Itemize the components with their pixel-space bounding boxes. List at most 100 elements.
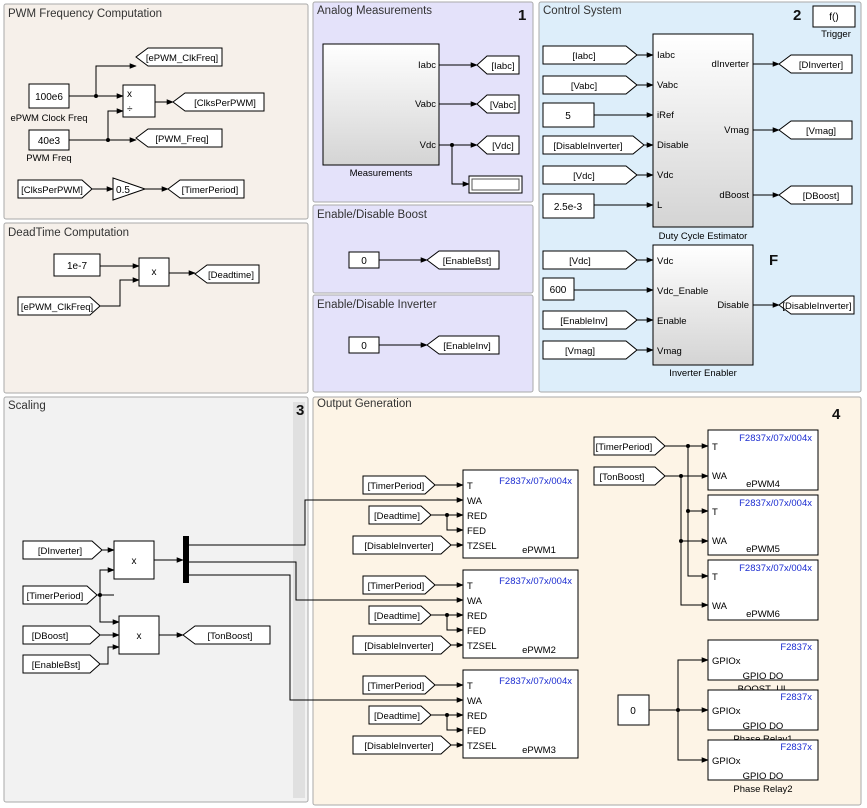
from-dinverter-scaling[interactable]: [DInverter] bbox=[22, 540, 103, 560]
area-number-3: 3 bbox=[296, 402, 304, 419]
from-vdc-ie[interactable]: [Vdc] bbox=[542, 250, 638, 270]
epwm-family-label: F2837x/07x/004x bbox=[739, 563, 812, 574]
constant-deadtime[interactable]: 1e-7 bbox=[53, 253, 101, 277]
enable-inv-value: 0 bbox=[361, 341, 367, 352]
goto-dboost[interactable]: [DBoost] bbox=[778, 185, 853, 205]
product-deadtime-sign: x bbox=[152, 267, 157, 278]
epwm-port-red: RED bbox=[467, 611, 487, 622]
goto-enableinv[interactable]: [EnableInv] bbox=[426, 335, 500, 355]
goto-tonboost[interactable]: [TonBoost] bbox=[182, 625, 271, 645]
product-deadtime[interactable]: x bbox=[138, 257, 170, 287]
epwm-port-wa: WA bbox=[467, 696, 483, 707]
from-disableinverter-epwm3-label: [DisableInverter] bbox=[364, 741, 433, 752]
from-disableinverter-ctrl[interactable]: [DisableInverter] bbox=[542, 135, 645, 155]
from-disableinverter-epwm1[interactable]: [DisableInverter] bbox=[352, 535, 452, 555]
gpio-do-label: GPIO DO bbox=[743, 771, 784, 782]
constant-inductance[interactable]: 2.5e-3 bbox=[542, 193, 595, 219]
constant-gpio[interactable]: 0 bbox=[617, 694, 650, 726]
from-tonboost-out[interactable]: [TonBoost] bbox=[593, 466, 666, 486]
from-timerperiod-epwm1-label: [TimerPeriod] bbox=[368, 481, 425, 492]
clock-freq-value: 100e6 bbox=[35, 92, 63, 103]
duty-cycle-estimator[interactable]: Iabc Vabc iRef Disable Vdc L dInverter V… bbox=[652, 33, 754, 228]
meas-port-vdc: Vdc bbox=[420, 140, 437, 151]
epwm-family-label: F2837x/07x/004x bbox=[499, 676, 572, 687]
constant-vdc-enable[interactable]: 600 bbox=[542, 277, 575, 301]
goto-clksperpwm[interactable]: [ClksPerPWM] bbox=[172, 92, 265, 112]
constant-iref[interactable]: 5 bbox=[542, 102, 595, 128]
from-clksperpwm[interactable]: [ClksPerPWM] bbox=[17, 179, 93, 199]
goto-vabc-meas[interactable]: [Vabc] bbox=[476, 94, 520, 114]
gpio-port: GPIOx bbox=[712, 656, 741, 667]
dce-in-iabc: Iabc bbox=[657, 50, 675, 61]
from-deadtime-epwm1[interactable]: [Deadtime] bbox=[368, 505, 432, 525]
demux-bar[interactable] bbox=[183, 536, 189, 583]
from-disableinverter-epwm2[interactable]: [DisableInverter] bbox=[352, 635, 452, 655]
measurements-subsystem[interactable]: Iabc Vabc Vdc bbox=[322, 43, 440, 166]
from-disableinverter-epwm3[interactable]: [DisableInverter] bbox=[352, 735, 452, 755]
constant-clock-freq[interactable]: 100e6 bbox=[28, 83, 70, 109]
trigger-block[interactable]: f() bbox=[812, 5, 856, 28]
from-dboost-scaling[interactable]: [DBoost] bbox=[22, 625, 101, 645]
goto-epwm-clkfreq[interactable]: [ePWM_ClkFreq] bbox=[135, 47, 223, 67]
divide-block[interactable]: x ÷ bbox=[122, 84, 156, 118]
from-deadtime-epwm2[interactable]: [Deadtime] bbox=[368, 605, 432, 625]
epwm-port-t: T bbox=[467, 581, 473, 592]
goto-dinverter[interactable]: [DInverter] bbox=[778, 54, 853, 74]
inverter-enabler[interactable]: Vdc Vdc_Enable Enable Vmag Disable bbox=[652, 244, 754, 366]
goto-timerperiod[interactable]: [TimerPeriod] bbox=[167, 179, 245, 199]
from-timerperiod-out4-label: [TimerPeriod] bbox=[596, 442, 653, 453]
from-iabc-ctrl-label: [Iabc] bbox=[572, 51, 595, 62]
goto-iabc-meas[interactable]: [Iabc] bbox=[476, 55, 520, 75]
trigger-label: Trigger bbox=[821, 29, 851, 40]
epwm-name-4: ePWM4 bbox=[746, 479, 780, 490]
from-vdc-ctrl-label: [Vdc] bbox=[573, 171, 595, 182]
goto-vmag[interactable]: [Vmag] bbox=[778, 120, 853, 140]
goto-vdc-meas[interactable]: [Vdc] bbox=[476, 135, 520, 155]
from-epwm-clkfreq-label: [ePWM_ClkFreq] bbox=[21, 302, 93, 313]
goto-dboost-label: [DBoost] bbox=[803, 191, 839, 202]
from-enablebst-scaling-label: [EnableBst] bbox=[32, 660, 81, 671]
goto-disableinverter[interactable]: [DisableInverter] bbox=[778, 295, 855, 315]
goto-enablebst[interactable]: [EnableBst] bbox=[426, 250, 500, 270]
goto-deadtime-label: [Deadtime] bbox=[208, 270, 254, 281]
from-timerperiod-epwm1[interactable]: [TimerPeriod] bbox=[362, 475, 436, 495]
from-deadtime-epwm3[interactable]: [Deadtime] bbox=[368, 705, 432, 725]
display-vdc[interactable] bbox=[468, 175, 523, 194]
from-vdc-ctrl[interactable]: [Vdc] bbox=[542, 165, 638, 185]
from-vmag-ie-label: [Vmag] bbox=[565, 346, 595, 357]
from-timerperiod-epwm2[interactable]: [TimerPeriod] bbox=[362, 575, 436, 595]
product-inverter[interactable]: x bbox=[113, 540, 155, 580]
goto-pwm-freq[interactable]: [PWM_Freq] bbox=[135, 128, 223, 148]
from-vabc-ctrl[interactable]: [Vabc] bbox=[542, 75, 638, 95]
from-vmag-ie[interactable]: [Vmag] bbox=[542, 340, 638, 360]
from-epwm-clkfreq[interactable]: [ePWM_ClkFreq] bbox=[17, 296, 101, 316]
from-timerperiod-scaling[interactable]: [TimerPeriod] bbox=[22, 585, 98, 605]
gpio-family-label: F2837x bbox=[780, 692, 812, 703]
from-iabc-ctrl[interactable]: [Iabc] bbox=[542, 45, 638, 65]
from-enableinv-ie[interactable]: [EnableInv] bbox=[542, 310, 638, 330]
constant-pwm-freq[interactable]: 40e3 bbox=[28, 129, 70, 151]
from-timerperiod-epwm3[interactable]: [TimerPeriod] bbox=[362, 675, 436, 695]
goto-deadtime[interactable]: [Deadtime] bbox=[194, 264, 260, 284]
goto-vmag-label: [Vmag] bbox=[806, 126, 836, 137]
from-timerperiod-out4[interactable]: [TimerPeriod] bbox=[593, 436, 666, 456]
from-enablebst-scaling[interactable]: [EnableBst] bbox=[22, 654, 101, 674]
product-boost[interactable]: x bbox=[118, 615, 160, 655]
constant-enable-bst[interactable]: 0 bbox=[348, 251, 380, 269]
gain-value: 0.5 bbox=[116, 185, 130, 196]
epwm-port-t: T bbox=[467, 681, 473, 692]
constant-enable-inv[interactable]: 0 bbox=[348, 336, 380, 354]
area-boost: Enable/Disable Boost bbox=[312, 204, 534, 294]
duty-cycle-estimator-label: Duty Cycle Estimator bbox=[659, 231, 748, 242]
measurements-label: Measurements bbox=[350, 168, 413, 179]
